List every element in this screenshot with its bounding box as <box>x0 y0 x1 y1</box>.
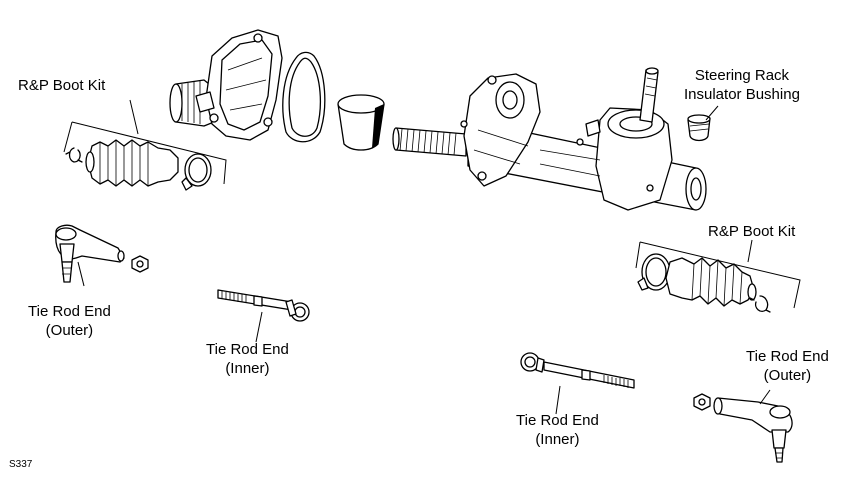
figure-id: S337 <box>9 459 33 470</box>
label-tie-rod-inner-left-line1: Tie Rod End <box>206 341 289 358</box>
tie-rod-inner-right-part <box>520 352 635 415</box>
boot-kit-right-parts <box>635 239 801 313</box>
label-boot-kit-right-text: R&P Boot Kit <box>708 223 796 240</box>
label-tie-rod-inner-right-line1: Tie Rod End <box>516 412 599 429</box>
label-insulator-bushing-line2: Insulator Bushing <box>684 86 800 103</box>
steering-rack-assembly <box>392 67 707 211</box>
label-boot-kit-left: R&P Boot Kit <box>18 76 105 95</box>
label-tie-rod-inner-right-line2: (Inner) <box>535 431 580 448</box>
label-tie-rod-inner-right: Tie Rod End (Inner) <box>516 411 599 449</box>
label-tie-rod-inner-left: Tie Rod End (Inner) <box>206 340 289 378</box>
label-tie-rod-outer-left: Tie Rod End (Outer) <box>28 302 111 340</box>
label-boot-kit-left-text: R&P Boot Kit <box>18 77 106 94</box>
label-tie-rod-inner-left-line2: (Inner) <box>225 360 270 377</box>
boot-kit-left-parts <box>63 99 227 191</box>
label-insulator-bushing: Steering Rack Insulator Bushing <box>684 66 800 104</box>
insulator-bushing-part <box>687 114 711 142</box>
label-tie-rod-outer-left-line1: Tie Rod End <box>28 303 111 320</box>
label-boot-kit-right: R&P Boot Kit <box>708 222 795 241</box>
label-tie-rod-outer-left-line2: (Outer) <box>45 322 94 339</box>
insulator-bushing-leader <box>705 105 719 121</box>
label-tie-rod-outer-right: Tie Rod End (Outer) <box>746 347 829 385</box>
tie-rod-outer-left-part <box>55 224 149 287</box>
tie-rod-inner-left-part <box>217 289 310 343</box>
housing-gasket <box>282 51 326 143</box>
label-insulator-bushing-line1: Steering Rack <box>694 67 790 84</box>
label-tie-rod-outer-right-line1: Tie Rod End <box>746 348 829 365</box>
label-tie-rod-outer-right-line2: (Outer) <box>763 367 812 384</box>
motor-housing <box>169 29 283 141</box>
housing-ring <box>337 94 385 151</box>
tie-rod-outer-right-part <box>693 389 793 463</box>
